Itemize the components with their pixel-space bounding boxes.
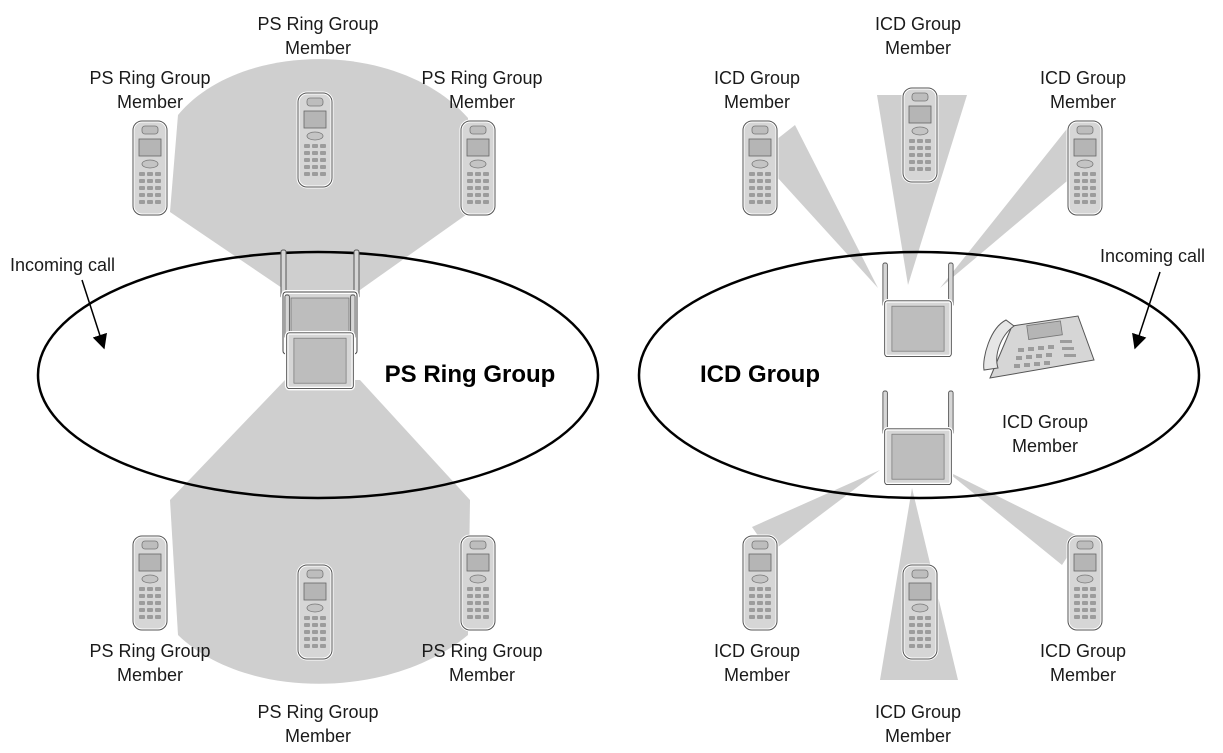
member-label: ICD Group [1002,412,1088,432]
member-label: PS Ring Group [89,641,210,661]
proprietary-telephone-icon [983,315,1095,379]
icd-group-boundary [637,250,1201,500]
portable-station-icon [1066,534,1104,632]
member-label: PS Ring Group [89,68,210,88]
incoming-call-arrow [1132,271,1161,350]
member-label: ICD Group [714,68,800,88]
member-label: Member [724,665,790,685]
member-label: PS Ring Group [421,641,542,661]
member-label: ICD Group [875,14,961,34]
ps-ring-group-boundary [36,250,600,500]
ps-ring-group-panel: PS Ring Group Member PS Ring Group Membe… [10,14,600,746]
member-label: ICD Group [1040,68,1126,88]
incoming-call-label: Incoming call [10,255,115,275]
portable-station-icon [459,119,497,217]
member-label: PS Ring Group [257,14,378,34]
portable-station-icon [901,86,939,184]
portable-station-icon [296,91,334,189]
cell-station-icon [881,389,955,487]
group-title: ICD Group [700,361,820,388]
ps-ring-lower-coverage [170,380,470,684]
member-label: Member [285,726,351,746]
member-label: Member [117,665,183,685]
member-label: ICD Group [1040,641,1126,661]
member-label: Member [885,38,951,58]
portable-station-icon [131,534,169,632]
member-label: Member [1012,436,1078,456]
group-title: PS Ring Group [385,361,556,388]
portable-station-icon [131,119,169,217]
member-label: ICD Group [875,702,961,722]
portable-station-icon [296,563,334,661]
icd-group-panel: ICD Group Member ICD Group Member ICD Gr… [637,14,1205,746]
cell-station-icon [881,261,955,359]
incoming-call-label: Incoming call [1100,246,1205,266]
member-label: Member [449,92,515,112]
member-label: Member [1050,665,1116,685]
portable-station-icon [459,534,497,632]
member-label: Member [1050,92,1116,112]
member-label: PS Ring Group [257,702,378,722]
portable-station-icon [741,119,779,217]
portable-station-icon [901,563,939,661]
portable-station-icon [1066,119,1104,217]
member-label: Member [724,92,790,112]
incoming-call-arrow [81,279,107,350]
member-label: PS Ring Group [421,68,542,88]
portable-station-icon [741,534,779,632]
member-label: Member [285,38,351,58]
member-label: Member [885,726,951,746]
member-label: Member [449,665,515,685]
member-label: ICD Group [714,641,800,661]
member-label: Member [117,92,183,112]
